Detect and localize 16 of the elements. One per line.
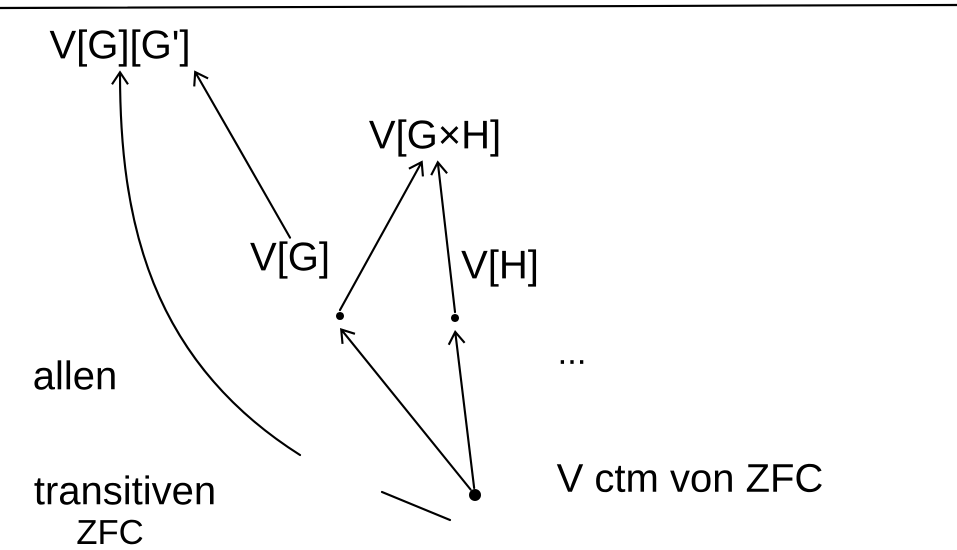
arrow (193, 70, 292, 239)
arrow (338, 160, 424, 312)
arrow (111, 70, 302, 456)
model-label: V[G] (250, 241, 328, 279)
handwritten-label: ... (560, 360, 584, 364)
arrow (430, 160, 456, 314)
model-label: V[G×H] (369, 119, 498, 157)
handwritten-label: transitiven (34, 475, 214, 505)
arrow (340, 328, 472, 491)
model-label: V[H] (461, 249, 536, 287)
arrow (448, 330, 476, 490)
point-dot (469, 489, 481, 501)
handwritten-label: allen (34, 360, 115, 390)
model-label: V[G][G'] (50, 29, 188, 67)
handwritten-label: V ctm von ZFC (556, 464, 822, 492)
handwritten-label: ZFC (77, 520, 142, 544)
